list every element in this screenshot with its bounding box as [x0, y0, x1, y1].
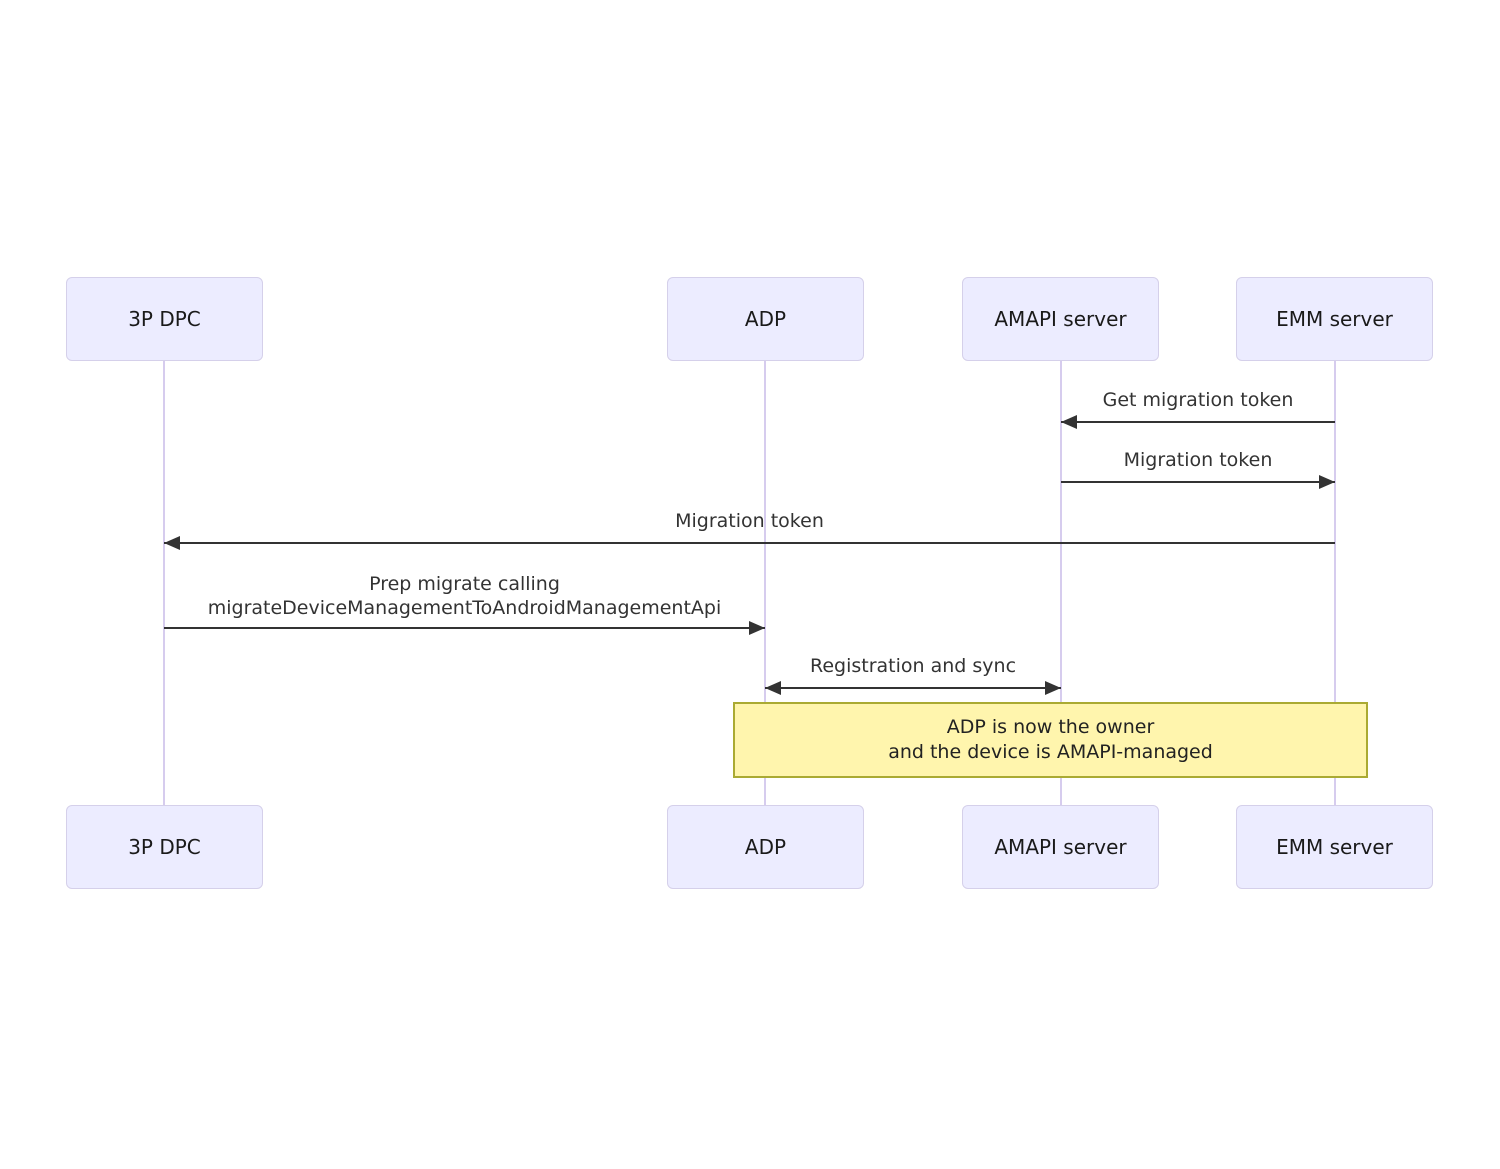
lifeline-emm-server [1334, 361, 1336, 805]
message-label-migration-token-to-emm: Migration token [1123, 449, 1273, 471]
arrowhead-left-icon [164, 536, 180, 550]
note-adp-owner: ADP is now the owner and the device is A… [733, 702, 1368, 778]
note-line2: and the device is AMAPI-managed [888, 741, 1213, 763]
actor-label: 3P DPC [128, 835, 201, 859]
actor-label: ADP [744, 307, 787, 331]
actor-label: AMAPI server [994, 835, 1127, 859]
message-label-migration-token-to-dpc: Migration token [675, 510, 824, 532]
message-label-registration-and-sync: Registration and sync [809, 655, 1017, 677]
actor-amapi-server-bottom: AMAPI server [962, 805, 1159, 889]
message-label-line2: migrateDeviceManagementToAndroidManageme… [207, 597, 722, 619]
message-arrow-migration-token-to-dpc [164, 542, 1335, 544]
lifeline-3p-dpc [163, 361, 165, 805]
message-arrow-registration-and-sync [765, 687, 1061, 689]
note-line1: ADP is now the owner [946, 716, 1155, 738]
message-arrow-get-migration-token [1061, 421, 1335, 423]
actor-adp-bottom: ADP [667, 805, 864, 889]
actor-emm-server-bottom: EMM server [1236, 805, 1433, 889]
actor-label: AMAPI server [994, 307, 1127, 331]
actor-amapi-server-top: AMAPI server [962, 277, 1159, 361]
lifeline-adp [764, 361, 766, 805]
actor-label: ADP [744, 835, 787, 859]
arrowhead-right-icon [1045, 681, 1061, 695]
actor-label: 3P DPC [128, 307, 201, 331]
message-arrow-prep-migrate [164, 627, 765, 629]
arrowhead-right-icon [1319, 475, 1335, 489]
actor-label: EMM server [1276, 307, 1393, 331]
actor-emm-server-top: EMM server [1236, 277, 1433, 361]
arrowhead-right-icon [749, 621, 765, 635]
arrowhead-left-icon [1061, 415, 1077, 429]
message-label-prep-migrate: Prep migrate calling migrateDeviceManage… [164, 572, 765, 620]
message-arrow-migration-token-to-emm [1061, 481, 1335, 483]
arrowhead-left-icon [765, 681, 781, 695]
actor-adp-top: ADP [667, 277, 864, 361]
actor-3p-dpc-bottom: 3P DPC [66, 805, 263, 889]
message-label-get-migration-token: Get migration token [1102, 389, 1294, 411]
actor-3p-dpc-top: 3P DPC [66, 277, 263, 361]
actor-label: EMM server [1276, 835, 1393, 859]
lifeline-amapi-server [1060, 361, 1062, 805]
message-label-line1: Prep migrate calling [369, 573, 560, 595]
